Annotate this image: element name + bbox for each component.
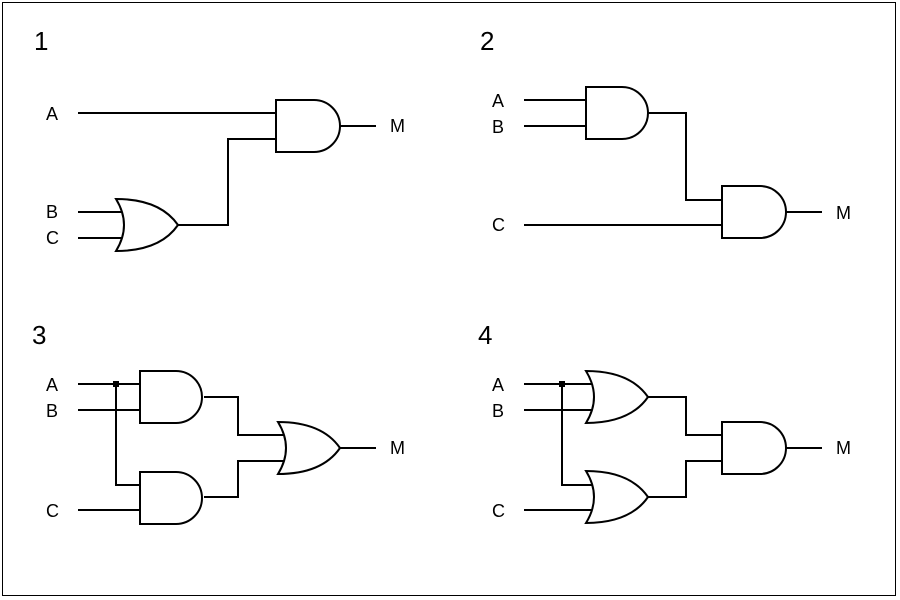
- circuit-4: 4 A B C M: [478, 320, 851, 525]
- or-gate: [114, 197, 180, 253]
- wire-and1-to-and2: [648, 112, 722, 201]
- output-label-m: M: [836, 203, 851, 223]
- output-label-m: M: [836, 438, 851, 458]
- output-label-m: M: [390, 438, 405, 458]
- and-gate-2: [721, 185, 787, 239]
- input-label-a: A: [46, 104, 58, 124]
- and-gate: [721, 421, 787, 475]
- input-label-b: B: [492, 117, 504, 137]
- input-label-b: B: [492, 401, 504, 421]
- or-gate: [276, 420, 342, 476]
- input-label-b: B: [46, 202, 58, 222]
- circuit-number: 1: [34, 26, 48, 56]
- input-label-a: A: [46, 375, 58, 395]
- or-gate-1: [584, 369, 650, 425]
- and-gate-1: [139, 370, 203, 424]
- wire-a-branch: [115, 384, 140, 486]
- junction-dot: [559, 381, 565, 387]
- input-label-c: C: [46, 228, 59, 248]
- input-label-c: C: [492, 215, 505, 235]
- circuit-2: 2 A B C M: [480, 26, 851, 239]
- circuit-number: 3: [32, 320, 46, 350]
- and-gate-2: [139, 471, 203, 525]
- wire-and2-to-or: [204, 460, 284, 498]
- circuit-1: 1 A B C M: [34, 26, 405, 253]
- and-gate-1: [585, 86, 649, 140]
- wire-or-to-and: [178, 138, 276, 226]
- junction-dot: [113, 381, 119, 387]
- and-gate: [275, 99, 341, 153]
- input-label-c: C: [492, 501, 505, 521]
- or-gate-2: [584, 469, 650, 525]
- output-label-m: M: [390, 116, 405, 136]
- input-label-b: B: [46, 401, 58, 421]
- input-label-c: C: [46, 501, 59, 521]
- wire-or2-to-and: [648, 460, 722, 498]
- wire-a-branch: [561, 384, 592, 486]
- input-label-a: A: [492, 375, 504, 395]
- wire-or1-to-and: [648, 396, 722, 436]
- circuit-3: 3 A B C M: [32, 320, 405, 525]
- circuit-number: 2: [480, 26, 494, 56]
- wire-and1-to-or: [204, 396, 284, 436]
- circuit-number: 4: [478, 320, 492, 350]
- input-label-a: A: [492, 91, 504, 111]
